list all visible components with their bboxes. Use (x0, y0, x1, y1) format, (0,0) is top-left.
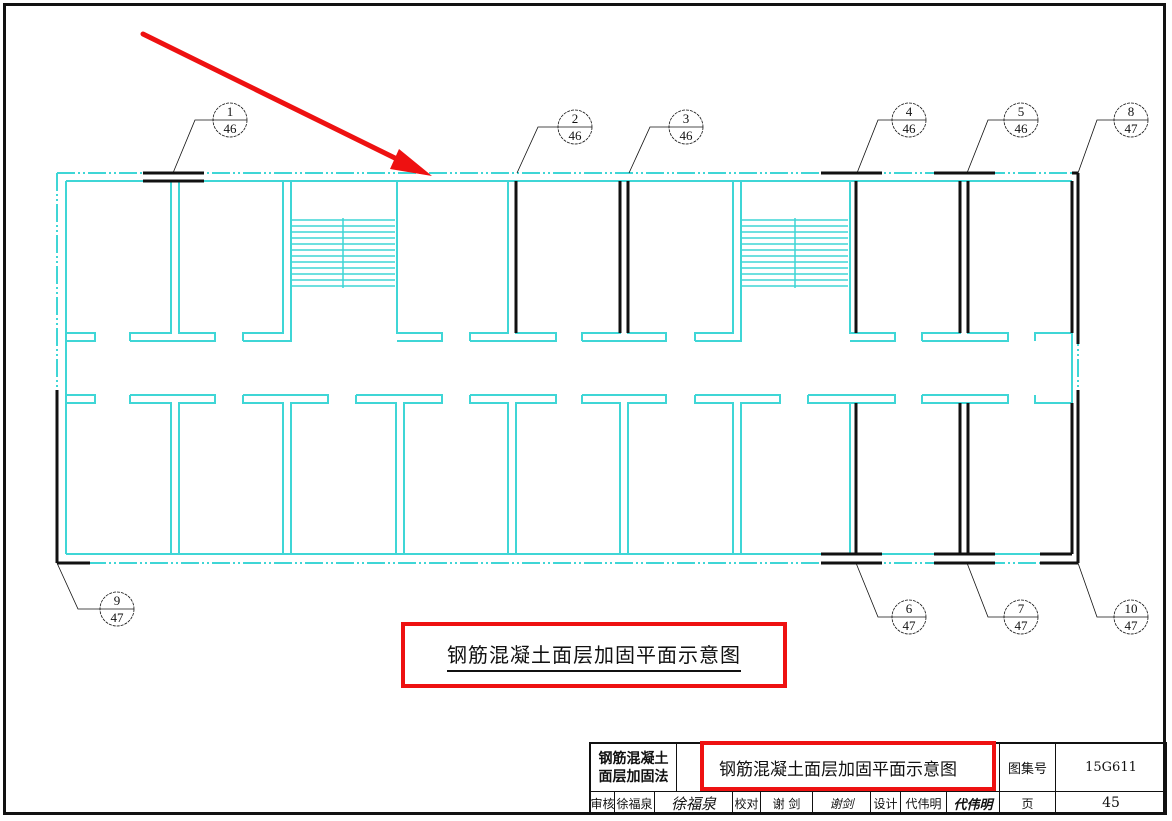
stair-right (741, 218, 848, 288)
callout-9-id: 9 (114, 593, 121, 608)
page-value-cell: 45 (1056, 792, 1167, 815)
callout-2-sheet: 46 (569, 128, 583, 143)
detail-callouts (56, 102, 1149, 635)
drawing-name-cell: 钢筋混凝土面层加固平面示意图 (677, 744, 1000, 792)
check-label-cell: 校对 (733, 792, 761, 815)
review-label-cell: 审核 (591, 792, 615, 815)
callout-2-id: 2 (572, 111, 579, 126)
title-block: 钢筋混凝土 面层加固法 钢筋混凝土面层加固平面示意图 图集号 15G611 审核… (589, 742, 1167, 815)
callout-5-sheet: 46 (1015, 121, 1029, 136)
category-cell: 钢筋混凝土 面层加固法 (591, 744, 677, 792)
category-line1: 钢筋混凝土 (598, 750, 669, 767)
design-name: 代伟明 (905, 796, 942, 811)
plan-title: 钢筋混凝土面层加固平面示意图 (447, 639, 741, 672)
callout-3-sheet: 46 (680, 128, 694, 143)
atlas-value-cell: 15G611 (1056, 744, 1167, 792)
design-label: 设计 (873, 796, 898, 811)
review-signature: 徐福泉 (670, 794, 716, 813)
red-arrow-annotation (140, 31, 432, 176)
callout-1-sheet: 46 (224, 121, 238, 136)
callout-6-id: 6 (906, 601, 913, 616)
atlas-value: 15G611 (1085, 760, 1137, 775)
check-name: 谢 剑 (772, 796, 801, 811)
callout-4-id: 4 (906, 104, 913, 119)
title-block-highlight (700, 741, 996, 791)
callout-labels: 1 46 2 46 3 46 4 46 5 46 8 47 9 47 6 47 … (111, 104, 1139, 633)
callout-10-sheet: 47 (1125, 618, 1139, 633)
check-sign-cell: 谢剑 (813, 792, 871, 815)
category-line2: 面层加固法 (598, 768, 669, 785)
atlas-label: 图集号 (1007, 762, 1047, 777)
cyan-wall-lines (56, 172, 1079, 564)
plan-title-highlight: 钢筋混凝土面层加固平面示意图 (401, 622, 787, 688)
callout-9-sheet: 47 (111, 610, 125, 625)
callout-6-sheet: 47 (903, 618, 917, 633)
callout-7-sheet: 47 (1015, 618, 1029, 633)
callout-3-id: 3 (683, 111, 690, 126)
page-label: 页 (1021, 796, 1034, 811)
review-label: 审核 (591, 796, 615, 811)
page-value: 45 (1102, 795, 1120, 811)
design-signature: 代伟明 (953, 797, 993, 813)
atlas-label-cell: 图集号 (1000, 744, 1056, 792)
callout-8-id: 8 (1128, 104, 1135, 119)
check-signature: 谢剑 (829, 796, 854, 811)
review-name-cell: 徐福泉 (615, 792, 655, 815)
page-label-cell: 页 (1000, 792, 1056, 815)
design-sign-cell: 代伟明 (947, 792, 1000, 815)
callout-7-id: 7 (1018, 601, 1025, 616)
drawing-frame (3, 3, 1166, 815)
callout-10-id: 10 (1125, 601, 1138, 616)
callout-5-id: 5 (1018, 104, 1025, 119)
stair-left (291, 218, 395, 288)
design-label-cell: 设计 (871, 792, 901, 815)
reinforced-walls (55, 171, 1080, 565)
check-label: 校对 (734, 796, 759, 811)
review-name: 徐福泉 (616, 796, 653, 811)
callout-4-sheet: 46 (903, 121, 917, 136)
design-name-cell: 代伟明 (901, 792, 947, 815)
drawing-name: 钢筋混凝土面层加固平面示意图 (719, 760, 957, 780)
callout-8-sheet: 47 (1125, 121, 1139, 136)
callout-1-id: 1 (227, 104, 234, 119)
review-sign-cell: 徐福泉 (655, 792, 733, 815)
check-name-cell: 谢 剑 (761, 792, 813, 815)
